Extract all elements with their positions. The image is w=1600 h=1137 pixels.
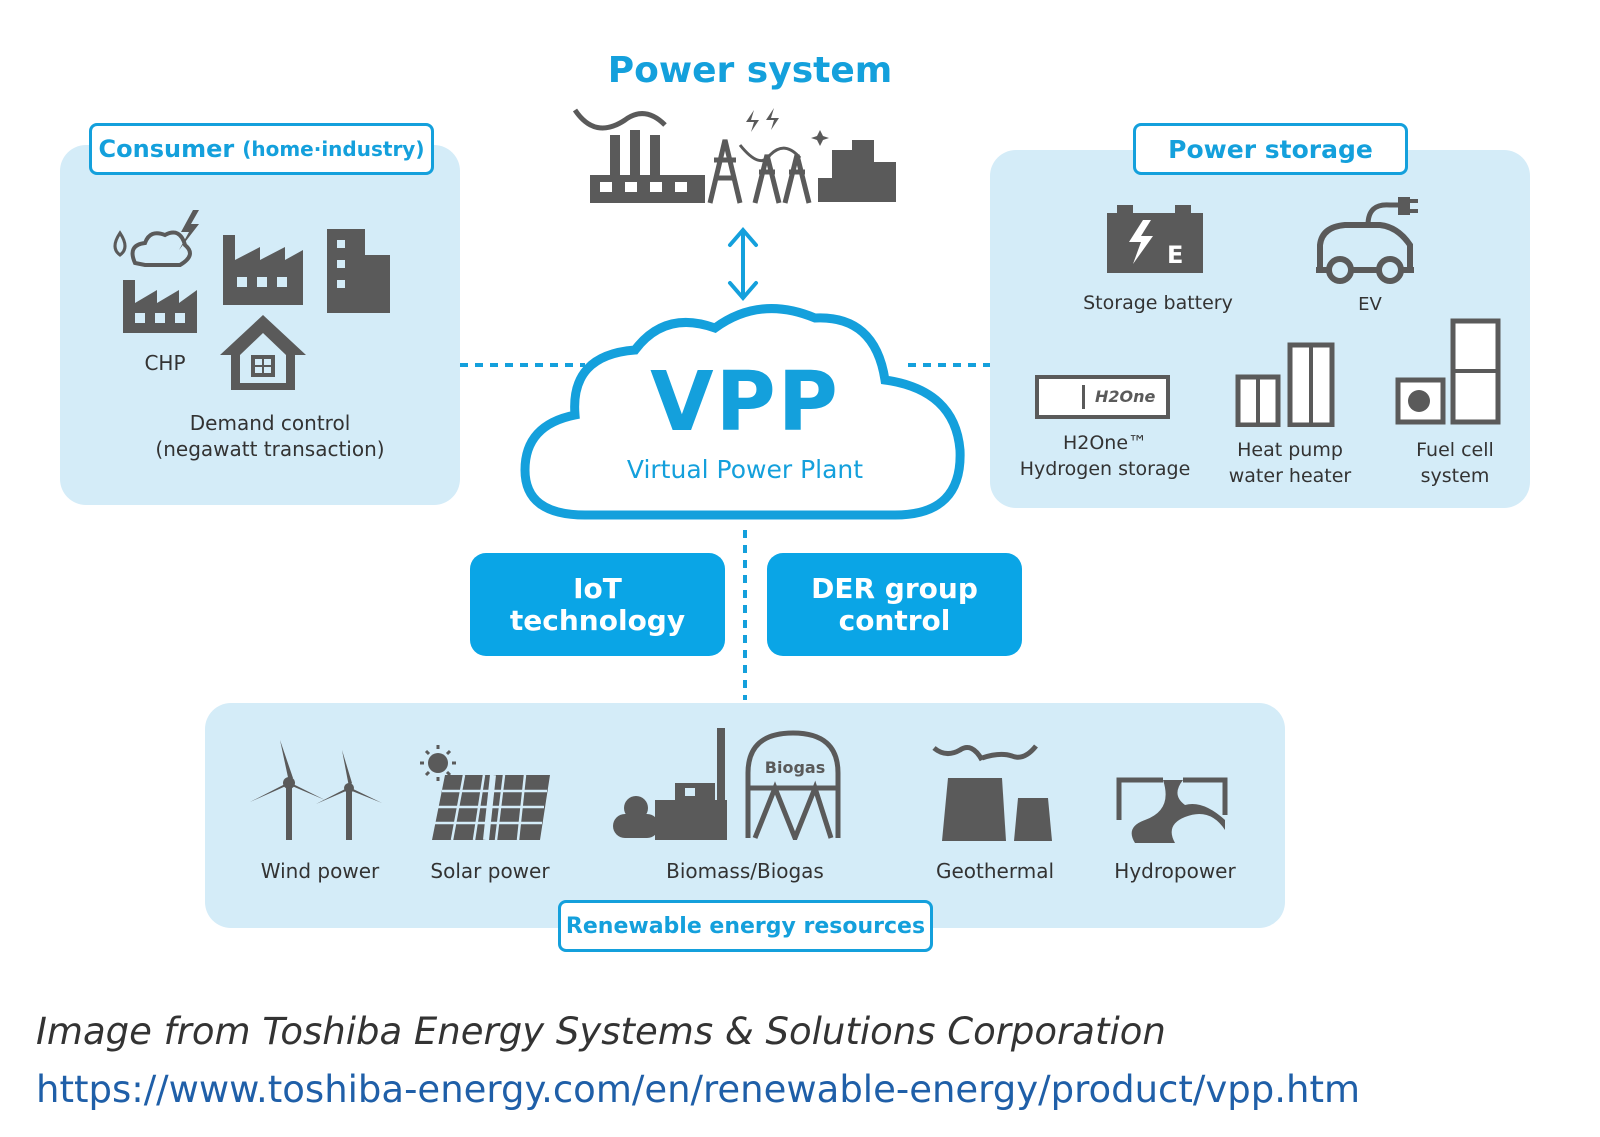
image-credit: Image from Toshiba Energy Systems & Solu… (36, 1010, 1166, 1053)
demand-control-line2: (negawatt transaction) (155, 437, 385, 461)
renewable-tab: Renewable energy resources (558, 900, 933, 952)
vpp-cloud (520, 304, 965, 520)
biogas-tank-label: Biogas (764, 758, 826, 777)
lightning-icon (179, 210, 199, 250)
geothermal-icon (932, 744, 1052, 841)
lightning-icon (746, 110, 759, 132)
storage-battery-icon: E (1107, 205, 1203, 273)
chp-label: CHP (144, 351, 186, 375)
plug-icon (1398, 197, 1410, 215)
hydropower-label: Hydropower (1114, 859, 1236, 883)
power-system-title: Power system (607, 50, 893, 91)
cooling-tower-icon (942, 778, 1006, 841)
chp-factory-icon (123, 280, 197, 333)
cloud-outline-icon (520, 304, 965, 520)
power-storage-tab: Power storage (1133, 123, 1408, 175)
bidirectional-arrow-icon (728, 226, 758, 302)
vpp-diagram: Power system (60, 50, 1535, 952)
h2one-label: H2One™ Hydrogen storage (1005, 430, 1205, 482)
sparkle-icon (811, 130, 829, 146)
biomass-biogas-icon (613, 728, 841, 840)
svg-text:E: E (1167, 241, 1183, 269)
power-system-icon (572, 108, 896, 204)
renewable-panel (205, 703, 1285, 928)
biomass-biogas-label: Biomass/Biogas (666, 859, 824, 883)
der-line1: DER group (811, 571, 978, 605)
waterfall-icon (1131, 780, 1225, 843)
iot-technology-box: IoT technology (470, 553, 725, 656)
fuel-cell-line2: system (1420, 465, 1490, 487)
fuel-cell-line1: Fuel cell (1416, 439, 1494, 461)
iot-line1: IoT (573, 571, 622, 605)
sun-icon (428, 753, 448, 773)
storage-battery-label: Storage battery (1083, 292, 1233, 314)
fuel-cell-label: Fuel cell system (1375, 437, 1535, 489)
demand-control-label: Demand control (negawatt transaction) (110, 410, 430, 462)
source-url-link[interactable]: https://www.toshiba-energy.com/en/renewa… (36, 1068, 1360, 1111)
steam-icon (932, 745, 985, 762)
fuel-cell-icon (1395, 318, 1501, 425)
heat-pump-line1: Heat pump (1237, 439, 1343, 461)
h2one-line1: H2One™ (1062, 432, 1148, 454)
wind-turbine-icon (250, 740, 382, 840)
solar-panel-icon (420, 745, 550, 841)
transmission-tower-icon (707, 139, 743, 204)
h2one-logo: H2One (1095, 387, 1156, 406)
biomass-plant-icon (655, 800, 727, 840)
geothermal-label: Geothermal (935, 859, 1055, 883)
biogas-tank-icon (745, 730, 841, 840)
consumer-tab-label: Consumer (98, 135, 235, 163)
consumer-icons (113, 210, 390, 390)
wind-power-label: Wind power (260, 859, 380, 883)
heat-pump-line2: water heater (1228, 465, 1352, 487)
demand-control-line1: Demand control (189, 411, 351, 435)
factory-icon (223, 235, 303, 305)
power-storage-panel (990, 150, 1530, 508)
h2one-unit-icon: H2One (1035, 375, 1170, 419)
ev-label: EV (1358, 294, 1382, 315)
office-building-icon (327, 229, 390, 313)
flame-icon (113, 230, 127, 257)
vpp-subtitle: Virtual Power Plant (626, 455, 864, 484)
connector-lines (460, 226, 990, 700)
heat-pump-icon (1235, 342, 1335, 427)
heat-pump-label: Heat pump water heater (1190, 437, 1390, 489)
solar-power-label: Solar power (430, 859, 550, 883)
der-line2: control (838, 603, 951, 637)
consumer-tab: Consumer (home·industry) (89, 123, 434, 175)
cloud-icon (130, 230, 192, 267)
hydropower-icon (1116, 777, 1228, 843)
der-group-control-box: DER group control (767, 553, 1022, 656)
iot-line2: technology (509, 603, 686, 637)
ev-car-icon (1316, 197, 1418, 284)
consumer-tab-sublabel: (home·industry) (242, 137, 425, 161)
h2one-line2: Hydrogen storage (1019, 458, 1191, 480)
vpp-title: VPP (650, 355, 840, 450)
